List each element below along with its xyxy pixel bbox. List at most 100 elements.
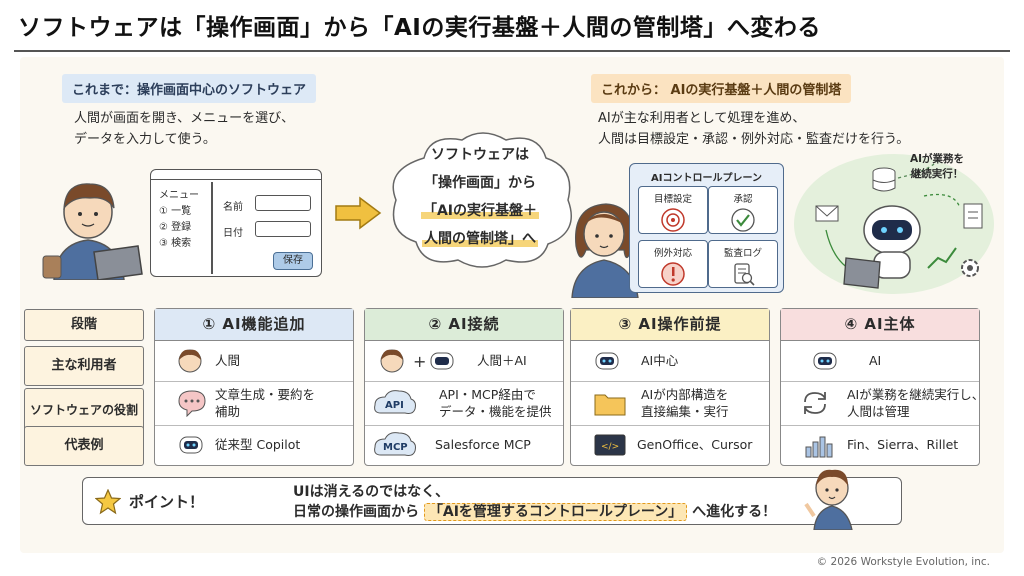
stage-column-1: ① AI機能追加 人間 文章生成・要約を 補助 従来型 Copilot bbox=[154, 308, 354, 466]
date-field bbox=[255, 221, 311, 237]
menu-item-search: ③ 検索 bbox=[159, 238, 192, 249]
growth-chart-icon bbox=[927, 247, 957, 269]
stage-4-example: Fin、Sierra、Rillet bbox=[847, 437, 959, 452]
target-icon bbox=[661, 208, 685, 232]
after-desc-line1: AIが主な利用者として処理を進め、 bbox=[598, 111, 806, 126]
control-plane-title: AIコントロールプレーン bbox=[651, 173, 762, 184]
api-cloud-icon: API bbox=[374, 390, 416, 414]
point-text: UIは消えるのではなく、 日常の操作画面から 「AIを管理するコントロールプレー… bbox=[293, 482, 776, 522]
refresh-cycle-icon bbox=[804, 392, 826, 414]
stage-2-example: Salesforce MCP bbox=[435, 437, 531, 452]
svg-text:+: + bbox=[413, 352, 426, 371]
stage-3-example-row: </> GenOffice、Cursor bbox=[571, 425, 769, 465]
svg-text:API: API bbox=[385, 400, 404, 411]
after-description: AIが主な利用者として処理を進め、 人間は目標設定・承認・例外対応・監査だけを行… bbox=[598, 108, 909, 150]
stage-4-role-row: AIが業務を継続実行し、 人間は管理 bbox=[781, 381, 984, 425]
robot-icon bbox=[863, 205, 921, 279]
bar-chart-icon bbox=[805, 436, 833, 458]
mail-icon bbox=[815, 205, 839, 222]
stage-3-example: GenOffice、Cursor bbox=[637, 437, 753, 452]
control-cell-audit: 監査ログ bbox=[708, 240, 778, 288]
laptop-icon bbox=[843, 257, 881, 289]
gear-icon bbox=[961, 259, 979, 277]
before-desc-line2: データを入力して使う。 bbox=[74, 132, 216, 147]
robot-icon bbox=[179, 436, 203, 454]
database-icon bbox=[872, 167, 896, 192]
star-icon bbox=[95, 489, 121, 515]
stage-4-user: AI bbox=[869, 353, 882, 368]
right-arrow-icon bbox=[335, 196, 382, 230]
stage-4-example-row: Fin、Sierra、Rillet bbox=[781, 425, 979, 465]
point-line2-highlight: 「AIを管理するコントロールプレーン」 bbox=[423, 503, 688, 521]
svg-text:</>: </> bbox=[601, 442, 619, 452]
before-description: 人間が画面を開き、メニューを選び、 データを入力して使う。 bbox=[74, 108, 294, 150]
cloud-line2: 「操作画面」から bbox=[424, 175, 536, 191]
person-plus-robot-icon: + bbox=[380, 349, 454, 373]
ai-robot-scene bbox=[794, 154, 994, 294]
document-icon bbox=[963, 203, 983, 229]
menu-item-register: ② 登録 bbox=[159, 222, 192, 233]
date-field-label: 日付 bbox=[223, 228, 243, 239]
stage-4-role-line1: AIが業務を継続実行し、 bbox=[847, 387, 985, 402]
stage-1-role-line1: 文章生成・要約を bbox=[215, 387, 316, 402]
stage-3-role-row: AIが内部構造を 直接編集・実行 bbox=[571, 381, 769, 425]
robot-icon bbox=[813, 352, 837, 370]
stage-1-role-row: 文章生成・要約を 補助 bbox=[155, 381, 353, 425]
before-label: これまで：操作画面中心のソフトウェア bbox=[62, 74, 317, 103]
stage-3-role-line1: AIが内部構造を bbox=[641, 387, 729, 402]
warning-icon bbox=[661, 262, 685, 286]
stage-2-user-row: + 人間＋AI bbox=[365, 341, 563, 381]
window-divider bbox=[211, 182, 213, 274]
robot-bubble-line2: 継続実行！ bbox=[910, 168, 964, 180]
control-cell-goal: 目標設定 bbox=[638, 186, 708, 234]
folder-icon bbox=[594, 394, 626, 416]
stage-1-example: 従来型 Copilot bbox=[215, 437, 301, 452]
name-field bbox=[255, 195, 311, 211]
menu-title: メニュー bbox=[159, 190, 199, 201]
exception-label: 例外対応 bbox=[653, 248, 692, 259]
stage-3-role-line2: 直接編集・実行 bbox=[641, 404, 729, 419]
stage-4-role-line2: 人間は管理 bbox=[847, 404, 910, 419]
stage-1-header: ① AI機能追加 bbox=[155, 309, 353, 341]
ai-control-plane-panel: AIコントロールプレーン 目標設定 承認 例外対応 監査ログ bbox=[629, 163, 784, 293]
stage-4-user-row: AI bbox=[781, 341, 979, 381]
audit-label: 監査ログ bbox=[723, 248, 762, 259]
stage-3-user-row: AI中心 bbox=[571, 341, 769, 381]
window-menu: メニュー ① 一覧 ② 登録 ③ 検索 bbox=[159, 188, 199, 252]
stage-2-role-line2: データ・機能を提供 bbox=[439, 404, 552, 419]
point-label: ポイント！ bbox=[129, 493, 205, 511]
approval-label: 承認 bbox=[733, 194, 753, 205]
cloud-line3: 「AIの実行基盤＋ bbox=[420, 203, 540, 219]
stage-column-3: ③ AI操作前提 AI中心 AIが内部構造を 直接編集・実行 </> GenOf… bbox=[570, 308, 770, 466]
stage-column-2: ② AI接続 + 人間＋AI API API・MCP経由で データ・機能を提供 … bbox=[364, 308, 564, 466]
before-desc-line1: 人間が画面を開き、メニューを選び、 bbox=[74, 111, 295, 126]
cloud-line1: ソフトウェアは bbox=[431, 147, 529, 163]
row-label-user: 主な利用者 bbox=[24, 346, 144, 386]
svg-text:MCP: MCP bbox=[383, 442, 408, 453]
person-icon bbox=[178, 349, 202, 373]
mcp-cloud-icon: MCP bbox=[374, 432, 416, 456]
stage-1-user: 人間 bbox=[215, 353, 241, 368]
stage-2-example-row: MCP Salesforce MCP bbox=[365, 425, 563, 465]
robot-speech-bubble: AIが業務を 継続実行！ bbox=[910, 152, 964, 182]
stage-1-user-row: 人間 bbox=[155, 341, 353, 381]
stage-3-header: ③ AI操作前提 bbox=[571, 309, 769, 341]
checkmark-icon bbox=[731, 208, 755, 232]
stage-1-example-row: 従来型 Copilot bbox=[155, 425, 353, 465]
after-desc-line2: 人間は目標設定・承認・例外対応・監査だけを行う。 bbox=[598, 132, 910, 147]
point-line2-post: へ進化する！ bbox=[692, 504, 777, 520]
robot-icon bbox=[595, 352, 619, 370]
chat-bubble-icon bbox=[178, 390, 206, 417]
point-callout: ポイント！ UIは消えるのではなく、 日常の操作画面から 「AIを管理するコント… bbox=[82, 477, 902, 525]
stage-2-role-row: API API・MCP経由で データ・機能を提供 bbox=[365, 381, 563, 425]
page-title: ソフトウェアは「操作画面」から「AIの実行基盤＋人間の管制塔」へ変わる bbox=[18, 15, 821, 41]
point-line1: UIは消えるのではなく、 bbox=[293, 484, 450, 500]
goal-label: 目標設定 bbox=[653, 194, 692, 205]
stage-2-role-line1: API・MCP経由で bbox=[439, 387, 536, 402]
control-cell-exception: 例外対応 bbox=[638, 240, 708, 288]
menu-item-list: ① 一覧 bbox=[159, 206, 192, 217]
point-line2-pre: 日常の操作画面から bbox=[293, 504, 419, 520]
save-button: 保存 bbox=[273, 252, 313, 270]
person-at-laptop-illustration bbox=[42, 183, 143, 280]
title-divider bbox=[14, 50, 1010, 52]
